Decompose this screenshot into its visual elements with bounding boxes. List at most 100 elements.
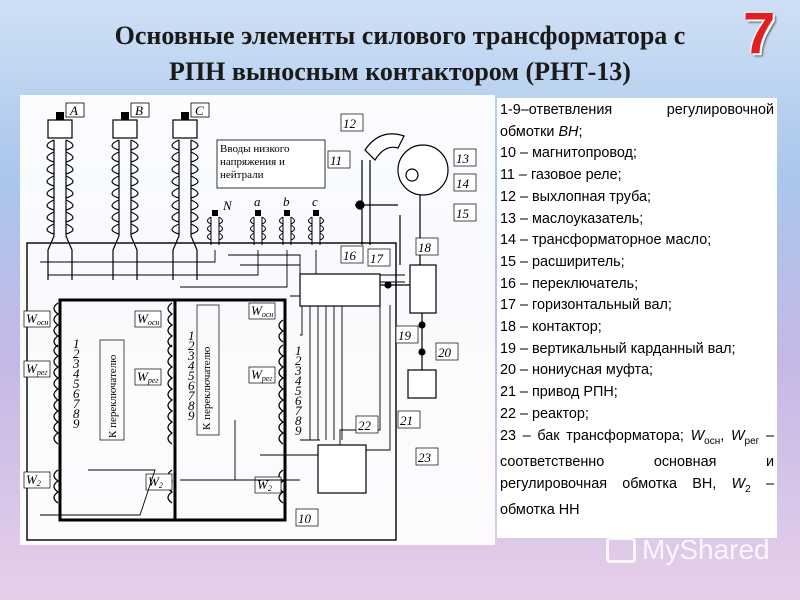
slide-number: 7 — [743, 1, 776, 66]
lv-bushing: a — [250, 194, 266, 245]
legend-box: 1-9–ответвления регулировочной обмотки В… — [497, 98, 777, 538]
tap-number: 6 — [295, 393, 302, 408]
svg-text:11: 11 — [330, 153, 342, 168]
winding-label: W2 — [145, 473, 173, 491]
svg-text:20: 20 — [438, 345, 452, 360]
switch-label-1: К переключателю — [107, 355, 119, 438]
callout-22: 22 — [355, 415, 379, 434]
legend-item: 19 – вертикальный карданный вал; — [500, 340, 736, 357]
tap-number: 9 — [73, 416, 80, 431]
hv-bushing: A — [46, 102, 85, 280]
winding-label: Wосн — [248, 302, 276, 320]
tap-number: 1 — [73, 336, 80, 351]
legend-item: 23 – бак трансформатора; Wосн, Wрег – со… — [500, 427, 774, 519]
tap-number: 7 — [295, 403, 302, 418]
legend-item: 14 – трансформаторное масло; — [500, 232, 712, 249]
tap-number: 4 — [188, 358, 195, 373]
callout-11: 11 — [327, 150, 351, 169]
winding-coil — [53, 302, 60, 348]
winding-label: Wосн — [23, 310, 51, 328]
tap-number: 1 — [295, 343, 302, 358]
callout-17: 17 — [367, 248, 391, 267]
phase-label: C — [195, 103, 204, 118]
svg-text:18: 18 — [418, 240, 432, 255]
callout-21: 21 — [397, 410, 421, 429]
svg-text:22: 22 — [358, 418, 372, 433]
reactor-22 — [317, 444, 367, 494]
windings — [53, 302, 285, 504]
callout-15: 15 — [453, 203, 477, 222]
tap-number: 4 — [73, 366, 80, 381]
tap-number: 3 — [294, 363, 302, 378]
winding-label: W2 — [254, 476, 282, 494]
lv-label: a — [254, 194, 261, 209]
slide-title: Основные элементы силового трансформатор… — [40, 18, 760, 90]
tap-number: 2 — [295, 353, 302, 368]
winding-label: Wрег — [23, 360, 51, 378]
svg-text:10: 10 — [298, 511, 312, 526]
tap-number: 7 — [188, 388, 195, 403]
legend-item: 13 – маслоуказатель; — [500, 210, 644, 227]
svg-text:15: 15 — [456, 206, 470, 221]
legend-item: 22 – реактор; — [500, 405, 589, 422]
callout-19: 19 — [395, 325, 419, 344]
title-line-2: РПН выносным контактором (РНТ-13) — [169, 57, 631, 86]
lv-label: N — [222, 198, 233, 213]
contactor-18 — [409, 264, 437, 314]
lv-bushing: c — [308, 194, 324, 245]
legend-item: 11 – газовое реле; — [500, 167, 622, 184]
legend-item: 10 – магнитопровод; — [500, 145, 637, 162]
lv-note-line-2: напряжения и — [220, 156, 285, 168]
tap-number: 5 — [73, 376, 80, 391]
title-line-1: Основные элементы силового трансформатор… — [114, 21, 686, 50]
watermark: MyShared — [606, 534, 770, 566]
wiring — [40, 250, 405, 516]
watermark-text: MyShared — [642, 534, 770, 565]
tap-number: 8 — [295, 413, 302, 428]
legend-item: 1-9–ответвления регулировочной обмотки В… — [500, 102, 774, 140]
svg-text:13: 13 — [456, 151, 470, 166]
winding-coil — [278, 319, 285, 343]
tap-number: 9 — [188, 408, 195, 423]
hv-bushings: A B C — [46, 102, 210, 280]
winding-coil — [167, 344, 174, 445]
winding-coil — [167, 302, 174, 348]
svg-text:14: 14 — [456, 176, 470, 191]
tap-number: 7 — [73, 396, 80, 411]
tap-number: 6 — [188, 378, 195, 393]
tap-number: 9 — [295, 423, 302, 438]
tap-number: 4 — [295, 373, 302, 388]
svg-text:21: 21 — [400, 413, 413, 428]
lv-note-line-1: Вводы низкого — [220, 143, 290, 155]
phase-label: A — [69, 103, 78, 118]
tap-number: 1 — [188, 328, 195, 343]
lv-note: Вводы низкого напряжения и нейтрали — [216, 139, 326, 189]
tap-number: 2 — [188, 338, 195, 353]
vertical-shaft-19 — [418, 313, 426, 370]
legend-item: 15 – расширитель; — [500, 253, 625, 270]
tap-number: 2 — [73, 346, 80, 361]
phase-label: B — [135, 103, 143, 118]
callout-18: 18 — [415, 237, 439, 256]
lv-bushing: N — [207, 198, 233, 245]
tap-number: 6 — [73, 386, 80, 401]
svg-text:19: 19 — [398, 328, 412, 343]
myshared-logo-icon — [606, 537, 636, 563]
tap-number: 3 — [72, 356, 80, 371]
hv-bushing: C — [171, 102, 210, 280]
svg-text:12: 12 — [343, 116, 357, 131]
lv-label: c — [312, 194, 318, 209]
callout-20: 20 — [435, 342, 459, 361]
winding-coil — [53, 344, 60, 445]
switch-label-2: К переключателю — [201, 347, 213, 430]
svg-text:16: 16 — [343, 248, 357, 263]
svg-text:17: 17 — [370, 251, 384, 266]
winding-label: W2 — [23, 471, 51, 489]
winding-label: Wрег — [248, 366, 276, 384]
callout-14: 14 — [453, 173, 477, 192]
legend-item: 12 – выхлопная труба; — [500, 188, 651, 205]
horizontal-shaft-17 — [380, 281, 410, 289]
